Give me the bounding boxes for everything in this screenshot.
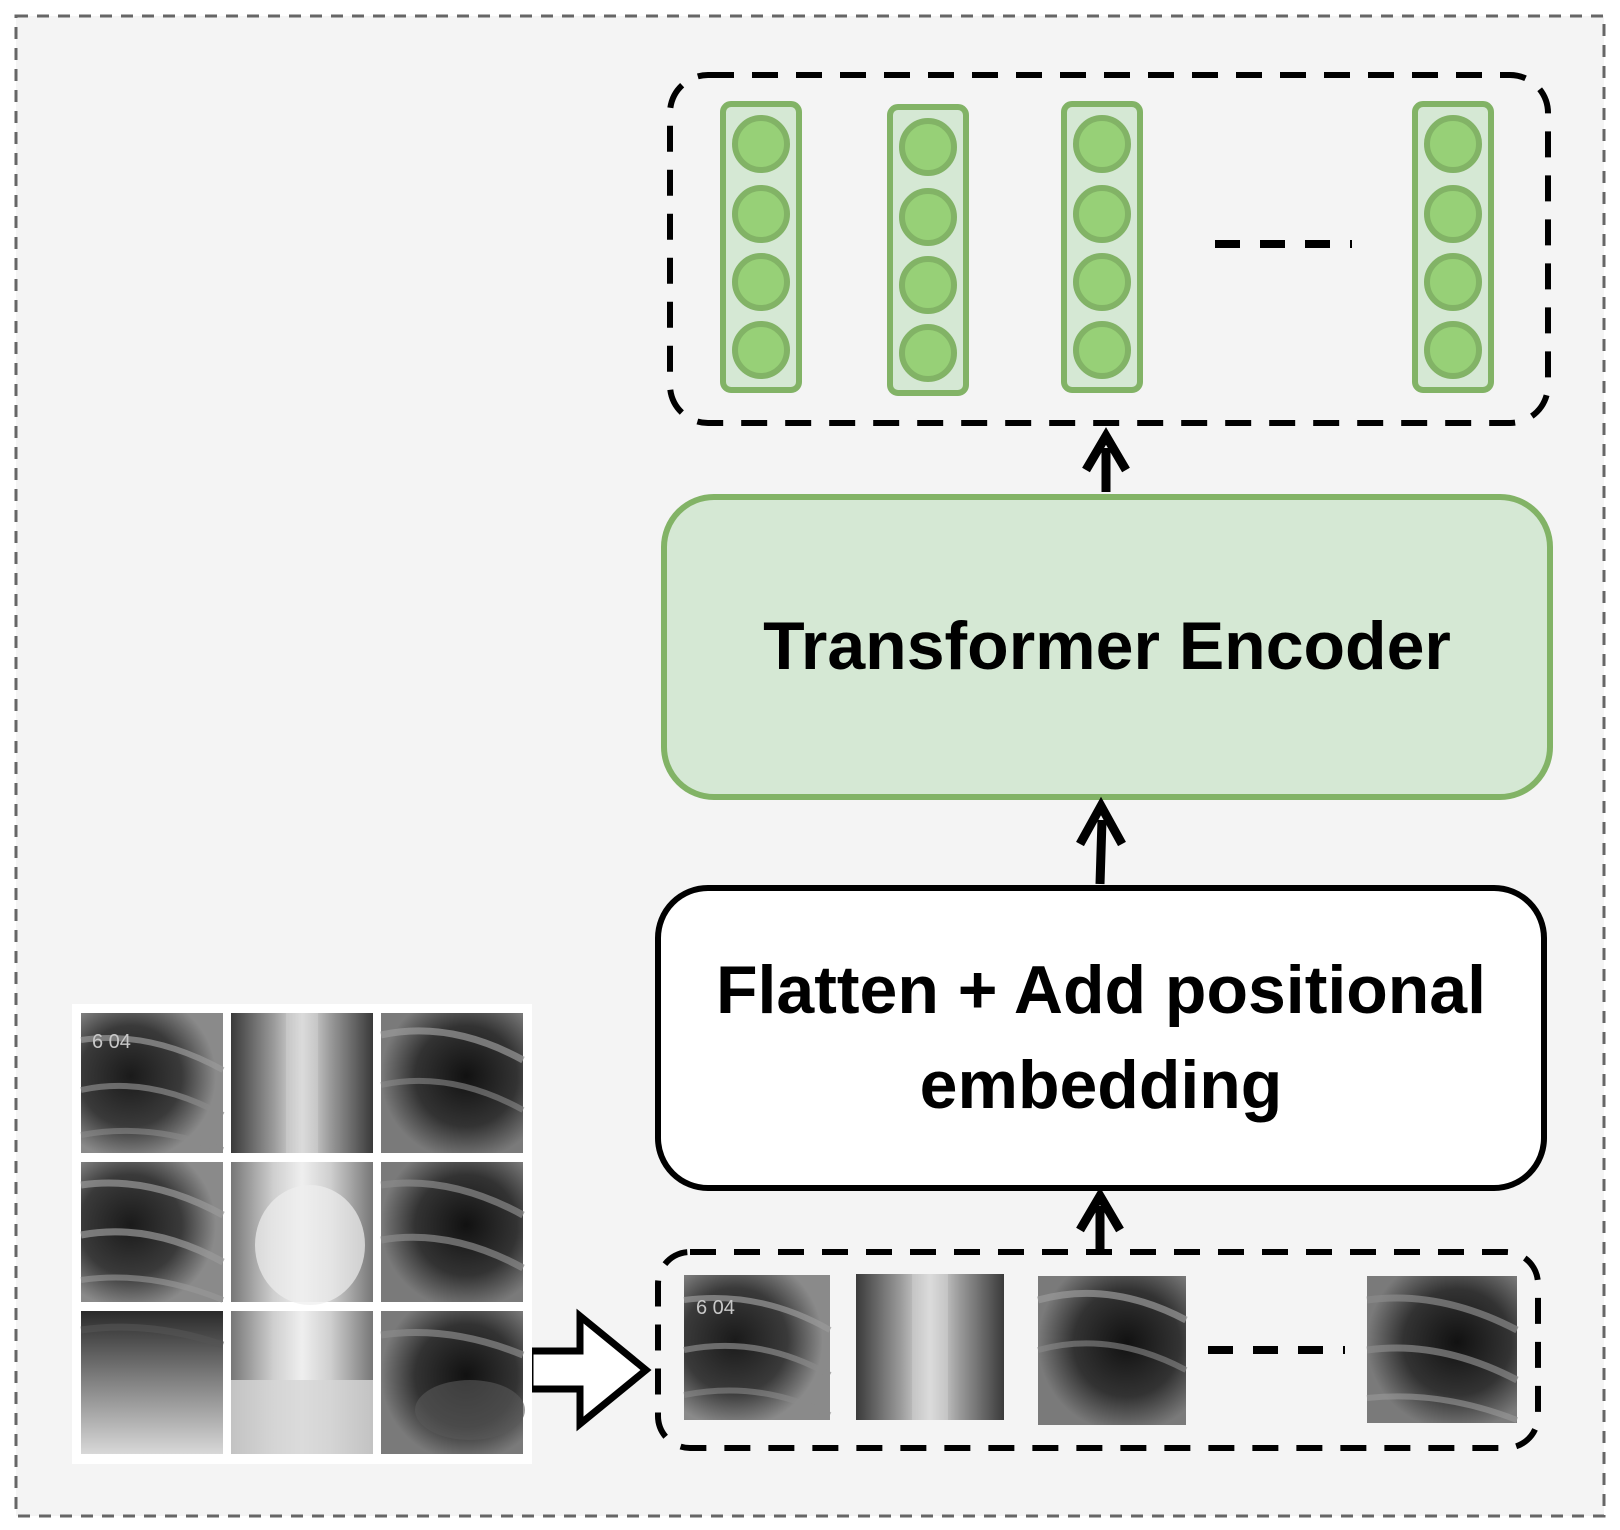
xray-overlay-text: 6 04 — [696, 1297, 735, 1319]
image-patch-2 — [856, 1274, 1004, 1420]
xray-grid-cell-r3c1 — [80, 1311, 225, 1454]
token-node — [732, 185, 790, 243]
output-tokens-container — [667, 72, 1551, 426]
patch-sequence-container — [655, 1249, 1541, 1451]
token-node — [732, 253, 790, 311]
xray-grid-cell-r3c2 — [231, 1311, 373, 1454]
xray-overlay-text: 6 04 — [92, 1031, 131, 1053]
token-node — [1073, 321, 1131, 379]
token-node — [732, 321, 790, 379]
up-arrow-icon — [1082, 427, 1130, 492]
image-patch-1: 6 04 — [683, 1275, 832, 1420]
token-node — [1424, 321, 1482, 379]
token-node — [1073, 185, 1131, 243]
right-hollow-arrow-icon — [526, 1308, 652, 1432]
output-token-n — [1412, 101, 1494, 393]
token-node — [1073, 253, 1131, 311]
output-token-1 — [720, 101, 802, 393]
xray-grid-cell-r1c3 — [380, 1013, 525, 1153]
token-node — [732, 115, 790, 173]
transformer-encoder-box — [661, 494, 1553, 800]
output-token-2 — [887, 104, 969, 396]
token-node — [899, 118, 957, 176]
xray-grid-cell-r2c1 — [80, 1162, 225, 1303]
token-node — [1073, 115, 1131, 173]
xray-grid-cell-r1c1: 6 04 — [80, 1013, 225, 1153]
xray-grid-cell-r3c3 — [380, 1311, 525, 1454]
token-node — [899, 188, 957, 246]
output-token-3 — [1061, 101, 1143, 393]
token-node — [1424, 115, 1482, 173]
token-node — [1424, 185, 1482, 243]
token-node — [1424, 253, 1482, 311]
xray-grid-cell-r2c2 — [231, 1162, 373, 1305]
image-patch-n — [1366, 1276, 1519, 1423]
image-patch-3 — [1037, 1276, 1188, 1425]
token-node — [899, 256, 957, 314]
xray-grid-cell-r1c2 — [231, 1013, 373, 1153]
token-node — [899, 324, 957, 382]
flatten-embedding-box — [655, 885, 1547, 1191]
xray-grid-cell-r2c3 — [380, 1162, 525, 1302]
up-arrow-icon — [1076, 796, 1126, 885]
flatten-embedding-label: Flatten + Add positional embedding — [715, 951, 1487, 1123]
transformer-encoder-label: Transformer Encoder — [763, 608, 1451, 685]
up-arrow-icon — [1076, 1187, 1124, 1250]
